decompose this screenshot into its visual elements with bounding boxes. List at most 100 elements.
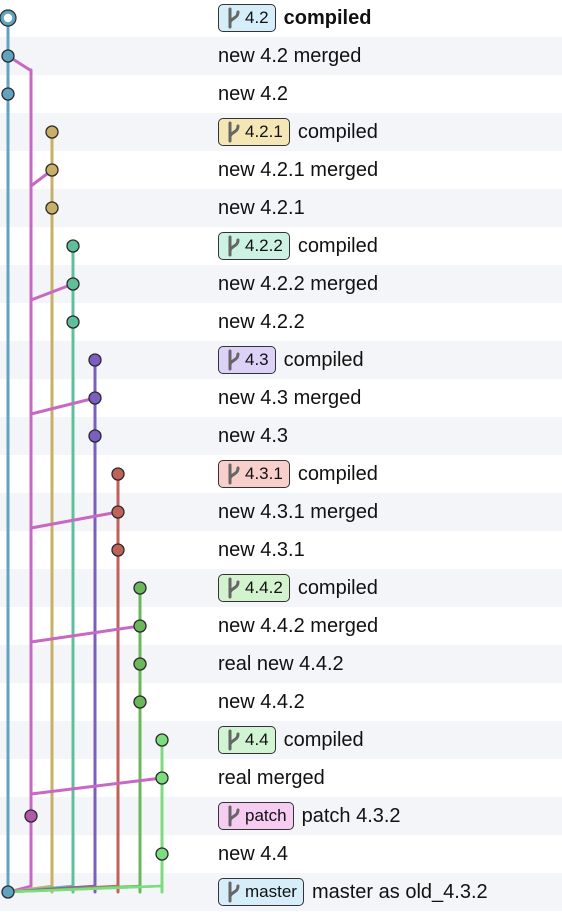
commit-message: new 4.4: [218, 842, 289, 865]
commit-message: new 4.3: [218, 424, 289, 447]
merge-connector: [29, 776, 164, 796]
branch-icon: [228, 121, 240, 143]
commit-message: new 4.3 merged: [218, 386, 362, 409]
commit-message: new 4.2.2: [218, 310, 305, 333]
commit-content: new 4.3.1: [218, 531, 305, 569]
commit-content: new 4.3 merged: [218, 379, 361, 417]
commit-message: new 4.2: [218, 82, 289, 105]
commit-dot[interactable]: [45, 125, 59, 139]
commit-message: compiled: [297, 234, 378, 257]
commit-content: patch patch 4.3.2: [218, 797, 401, 835]
commit-row[interactable]: real merged: [0, 759, 562, 797]
commit-dot[interactable]: [66, 239, 80, 253]
commit-row[interactable]: new 4.3 merged: [0, 379, 562, 417]
commit-message: compiled: [283, 6, 372, 29]
commit-row[interactable]: new 4.4.2: [0, 683, 562, 721]
commit-message: compiled: [297, 120, 378, 143]
commit-row[interactable]: 4.3.1 compiled: [0, 455, 562, 493]
branch-badge[interactable]: 4.3: [218, 346, 276, 374]
commit-content: new 4.3.1 merged: [218, 493, 378, 531]
branch-icon: [228, 235, 240, 257]
commit-message: compiled: [297, 462, 378, 485]
commit-content: new 4.4.2 merged: [218, 607, 378, 645]
commit-content: 4.2 compiled: [218, 0, 371, 37]
commit-dot[interactable]: [66, 315, 80, 329]
commit-content: new 4.2.2 merged: [218, 265, 378, 303]
commit-message: new 4.3.1: [218, 538, 305, 561]
commit-dot[interactable]: [133, 695, 147, 709]
commit-row[interactable]: new 4.2.1: [0, 189, 562, 227]
commit-row[interactable]: new 4.2: [0, 75, 562, 113]
branch-badge-label: 4.2.2: [245, 236, 283, 255]
commit-dot[interactable]: [155, 771, 169, 785]
commit-message: new 4.4.2: [218, 690, 305, 713]
commit-dot[interactable]: [155, 847, 169, 861]
branch-badge-label: 4.4.2: [245, 578, 283, 597]
commit-row[interactable]: 4.2 compiled: [0, 0, 562, 37]
branch-badge[interactable]: 4.4.2: [218, 574, 290, 602]
commit-dot-head[interactable]: [0, 10, 16, 26]
commit-dot[interactable]: [24, 809, 38, 823]
commit-content: new 4.2: [218, 75, 288, 113]
commit-dot[interactable]: [133, 657, 147, 671]
commit-dot[interactable]: [66, 277, 80, 291]
commit-row[interactable]: new 4.2.2: [0, 303, 562, 341]
commit-content: new 4.2.1: [218, 189, 305, 227]
branch-icon: [228, 463, 240, 485]
branch-badge[interactable]: 4.2.1: [218, 118, 290, 146]
branch-badge[interactable]: 4.4: [218, 726, 276, 754]
commit-row[interactable]: new 4.2 merged: [0, 37, 562, 75]
branch-icon: [228, 729, 240, 751]
commit-dot[interactable]: [111, 543, 125, 557]
commit-message: new 4.2 merged: [218, 44, 362, 67]
branch-badge-label: 4.3: [245, 350, 269, 369]
commit-message: new 4.2.1 merged: [218, 158, 379, 181]
commit-dot[interactable]: [155, 733, 169, 747]
commit-dot[interactable]: [111, 505, 125, 519]
commit-row[interactable]: 4.2.1 compiled: [0, 113, 562, 151]
branch-badge-label: 4.2: [245, 8, 269, 27]
commit-content: real merged: [218, 759, 325, 797]
branch-badge-label: 4.4: [245, 730, 269, 749]
commit-dot[interactable]: [88, 353, 102, 367]
branch-badge[interactable]: 4.3.1: [218, 460, 290, 488]
merge-connector: [29, 396, 97, 416]
commit-row[interactable]: new 4.2.2 merged: [0, 265, 562, 303]
commit-dot[interactable]: [45, 201, 59, 215]
branch-badge[interactable]: master: [218, 878, 304, 906]
commit-content: new 4.3: [218, 417, 288, 455]
commit-dot[interactable]: [88, 391, 102, 405]
commit-dot[interactable]: [111, 467, 125, 481]
branch-badge-label: 4.3.1: [245, 464, 283, 483]
branch-badge[interactable]: 4.2: [218, 4, 276, 32]
commit-message: real merged: [218, 766, 325, 789]
branch-icon: [228, 7, 240, 29]
commit-content: new 4.2 merged: [218, 37, 361, 75]
commit-row[interactable]: new 4.4.2 merged: [0, 607, 562, 645]
commit-content: 4.2.1 compiled: [218, 113, 378, 151]
commit-message: new 4.2.2 merged: [218, 272, 379, 295]
commit-dot[interactable]: [133, 619, 147, 633]
commit-dot[interactable]: [1, 49, 15, 63]
commit-content: new 4.4.2: [218, 683, 305, 721]
commit-dot[interactable]: [1, 87, 15, 101]
commit-content: new 4.2.2: [218, 303, 305, 341]
branch-badge[interactable]: patch: [218, 802, 294, 830]
commit-row[interactable]: new 4.2.1 merged: [0, 151, 562, 189]
commit-row[interactable]: new 4.3.1: [0, 531, 562, 569]
branch-badge[interactable]: 4.2.2: [218, 232, 290, 260]
commit-content: 4.3.1 compiled: [218, 455, 378, 493]
commit-message: patch 4.3.2: [301, 804, 401, 827]
commit-row[interactable]: new 4.4: [0, 835, 562, 873]
commit-dot-master[interactable]: [1, 885, 15, 899]
commit-row[interactable]: 4.2.2 compiled: [0, 227, 562, 265]
commit-dot-outline: [0, 9, 17, 27]
commit-content: new 4.2.1 merged: [218, 151, 378, 189]
commit-dot[interactable]: [88, 429, 102, 443]
commit-dot[interactable]: [133, 581, 147, 595]
commit-dot[interactable]: [45, 163, 59, 177]
branch-badge-label: patch: [245, 806, 287, 825]
